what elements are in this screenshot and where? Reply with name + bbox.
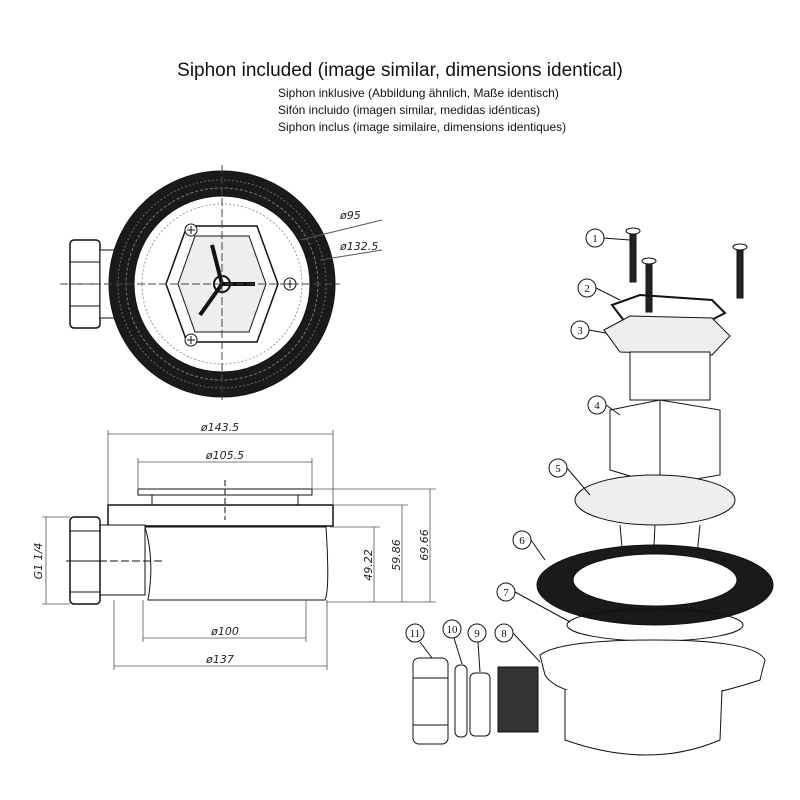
callout-9 <box>467 623 487 643</box>
svg-text:1: 1 <box>592 233 598 245</box>
dim-137: ø137 <box>205 653 234 666</box>
dim-59-86: 59.86 <box>390 539 403 571</box>
svg-text:8: 8 <box>501 628 507 640</box>
svg-text:5: 5 <box>555 463 561 475</box>
top-view <box>60 165 383 400</box>
subtitle-fr: Siphon inclus (image similaire, dimensio… <box>278 120 567 134</box>
svg-text:4: 4 <box>594 400 600 412</box>
exploded-view <box>412 227 774 756</box>
dim-top-inner: ø95 <box>339 209 361 222</box>
callout-5 <box>548 458 568 478</box>
dim-69-66: 69.66 <box>418 529 431 561</box>
svg-text:9: 9 <box>474 628 480 640</box>
callout-8 <box>494 623 514 643</box>
callout-6 <box>512 530 532 550</box>
callout-7 <box>496 582 516 602</box>
callout-3 <box>570 320 590 340</box>
dim-105-5: ø105.5 <box>205 449 244 462</box>
callout-1 <box>585 228 605 248</box>
callout-11 <box>405 623 425 643</box>
dim-143-5: ø143.5 <box>200 421 239 434</box>
screws <box>625 227 748 313</box>
svg-text:7: 7 <box>503 587 509 599</box>
svg-text:6: 6 <box>519 535 525 547</box>
subtitle-de: Siphon inklusive (Abbildung ähnlich, Maß… <box>278 86 559 100</box>
part-labels: 1 2 3 4 5 6 7 8 9 10 11 <box>410 233 601 640</box>
page-title: Siphon included (image similar, dimensio… <box>177 60 623 81</box>
callout-10 <box>442 619 462 639</box>
svg-text:11: 11 <box>410 628 421 640</box>
svg-text:10: 10 <box>447 624 459 636</box>
dim-thread: G1 1/4 <box>32 543 45 580</box>
dim-49-22: 49.22 <box>362 549 375 581</box>
callout-2 <box>577 278 597 298</box>
dim-100: ø100 <box>210 625 239 638</box>
svg-text:3: 3 <box>577 325 583 337</box>
part-callouts <box>405 228 631 673</box>
subtitle-es: Sifón incluido (imagen similar, medidas … <box>278 103 541 117</box>
dim-top-outer: ø132.5 <box>339 240 378 253</box>
callout-4 <box>587 395 607 415</box>
svg-text:2: 2 <box>584 283 590 295</box>
side-view <box>42 430 436 670</box>
